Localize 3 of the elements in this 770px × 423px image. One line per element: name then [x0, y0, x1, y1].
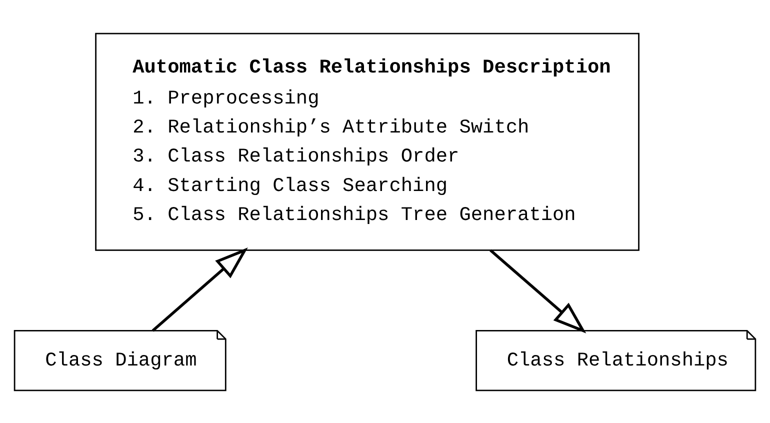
node-box: Automatic Class Relationships Description 1. Preprocessing 2. Relationship’s Attribute Switch 3. Class Relationships Order 4. Starting Class Searching 5. Class Relationships Tree Generation [95, 32, 640, 250]
arrow [490, 248, 586, 333]
arrow [152, 247, 248, 332]
